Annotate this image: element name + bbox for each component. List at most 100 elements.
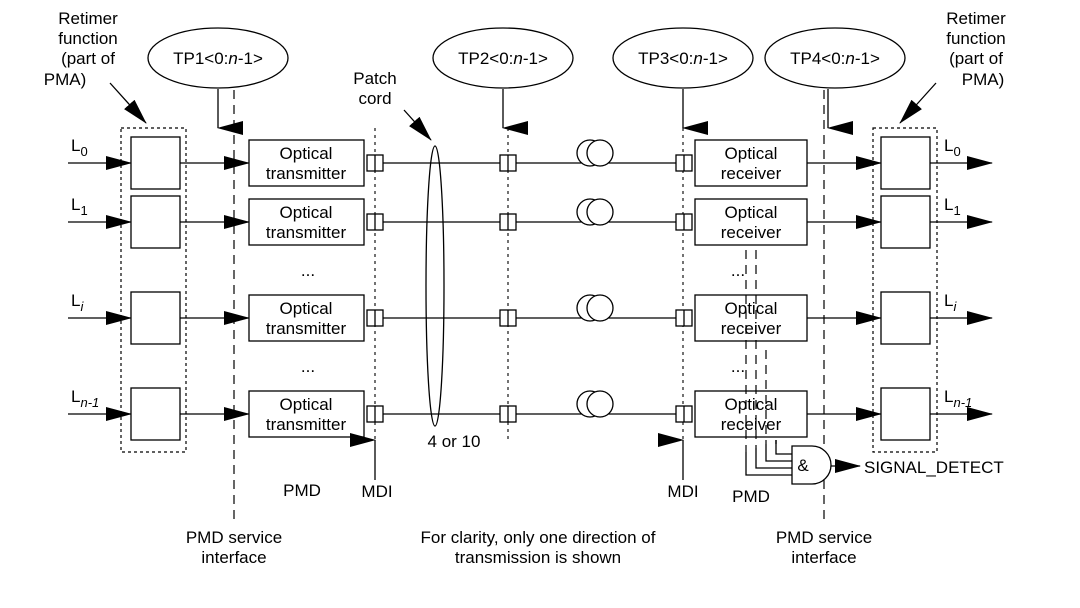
- retimer-right-enclosure: [872, 127, 938, 453]
- optical-transmitter-box: [248, 198, 365, 246]
- retimer-right-line1: Retimer: [946, 9, 1006, 28]
- patch-cord-ellipse: [425, 145, 445, 427]
- lane-output-subscript: n-1: [953, 395, 972, 410]
- patch-cord-line1: Patch: [353, 69, 396, 88]
- four-or-ten-label: 4 or 10: [428, 432, 481, 451]
- optical-transmitter-label-1: Optical: [280, 144, 333, 163]
- lane-output-base: L: [944, 195, 953, 214]
- optical-transmitter-label-1: Optical: [280, 395, 333, 414]
- optical-receiver-label-1: Optical: [725, 395, 778, 414]
- signal-detect-label: SIGNAL_DETECT: [864, 458, 1004, 477]
- pmd-left-label: PMD: [283, 481, 321, 500]
- optical-receiver-box: [694, 198, 808, 246]
- retimer-right-label: Retimer function (part of PMA): [946, 9, 1006, 89]
- lane-input-subscript: i: [80, 299, 84, 314]
- optical-receiver-label-2: receiver: [721, 415, 782, 434]
- optical-receiver-label-2: receiver: [721, 319, 782, 338]
- clarity-note-line2: transmission is shown: [455, 548, 621, 567]
- optical-transmitter-label-1: Optical: [280, 203, 333, 222]
- optical-transmitter-label-2: transmitter: [266, 164, 347, 183]
- retimer-right-line2: function: [946, 29, 1006, 48]
- retimer-right-box: [880, 291, 931, 345]
- optical-receiver-box: [694, 390, 808, 438]
- lane-input-base: L: [71, 136, 80, 155]
- svg-text:TP1<0:n-1>: TP1<0:n-1>: [173, 49, 263, 68]
- retimer-left-box: [130, 291, 181, 345]
- retimer-right-line3: (part of: [949, 49, 1003, 68]
- lane-output-subscript: 1: [953, 203, 960, 218]
- tp4-prefix: TP4<0:: [790, 49, 845, 68]
- optical-transmitter-box: [248, 390, 365, 438]
- and-gate: &: [791, 445, 861, 485]
- lane-input-subscript: n-1: [80, 395, 99, 410]
- lane-output-base: L: [944, 291, 953, 310]
- retimer-left-enclosure: [120, 127, 187, 453]
- mdi-right-label: MDI: [667, 482, 698, 501]
- tp2-var: n: [513, 49, 522, 68]
- optical-transmitter-box: [248, 139, 365, 187]
- fiber-spool-icon: [586, 198, 614, 226]
- pmd-service-interface-right-line2: interface: [791, 548, 856, 567]
- lane-output-label: Li: [944, 291, 957, 314]
- pmd-service-interface-right-line1: PMD service: [776, 528, 872, 547]
- pmd-service-interface-left-line1: PMD service: [186, 528, 282, 547]
- ellipsis-tx-2: ...: [301, 357, 315, 376]
- retimer-left-line1: Retimer: [58, 9, 118, 28]
- tp1-var: n: [228, 49, 237, 68]
- mdi-left-label: MDI: [361, 482, 392, 501]
- lane-output-label: L1: [944, 195, 961, 218]
- lane-input-label: L0: [71, 136, 88, 159]
- patch-cord-pointer: [403, 109, 432, 141]
- retimer-right-box: [880, 136, 931, 190]
- tp2-prefix: TP2<0:: [458, 49, 513, 68]
- tp3-var: n: [693, 49, 702, 68]
- optical-receiver-box: [694, 139, 808, 187]
- lane-input-label: L1: [71, 195, 88, 218]
- retimer-left-line4: PMA): [44, 70, 87, 89]
- tp1-suffix: -1>: [238, 49, 263, 68]
- tp4-suffix: -1>: [855, 49, 880, 68]
- lane-output-label: Ln-1: [944, 387, 972, 410]
- signal-detect-lines: [745, 250, 792, 476]
- optical-receiver-label-1: Optical: [725, 299, 778, 318]
- lane-input-label: Ln-1: [71, 387, 99, 410]
- retimer-left-label: Retimer function (part of PMA): [44, 9, 118, 89]
- retimer-left-pointer: [109, 82, 147, 124]
- retimer-left-line2: function: [58, 29, 118, 48]
- lane-output-base: L: [944, 387, 953, 406]
- retimer-right-box: [880, 387, 931, 441]
- lane-input-label: Li: [71, 291, 84, 314]
- optical-transmitter-box: [248, 294, 365, 342]
- optical-transmitter-label-1: Optical: [280, 299, 333, 318]
- and-gate-symbol: &: [797, 456, 809, 475]
- optical-receiver-label-2: receiver: [721, 223, 782, 242]
- retimer-left-box: [130, 195, 181, 249]
- patch-cord-line2: cord: [358, 89, 391, 108]
- optical-transmitter-label-2: transmitter: [266, 319, 347, 338]
- tp4-callout: TP4<0:n-1>: [764, 27, 906, 135]
- lane-input-base: L: [71, 291, 80, 310]
- lane-input-base: L: [71, 195, 80, 214]
- retimer-right-pointer: [899, 82, 937, 124]
- optical-transmitter-label-2: transmitter: [266, 223, 347, 242]
- retimer-left-box: [130, 387, 181, 441]
- svg-text:TP3<0:n-1>: TP3<0:n-1>: [638, 49, 728, 68]
- lane-input-subscript: 0: [80, 144, 87, 159]
- tp4-var: n: [845, 49, 854, 68]
- ellipsis-rx-1: ...: [731, 261, 745, 280]
- retimer-right-box: [880, 195, 931, 249]
- lane-input-base: L: [71, 387, 80, 406]
- lane-output-base: L: [944, 136, 953, 155]
- fiber-spool-icon: [586, 390, 614, 418]
- ellipsis-tx-1: ...: [301, 261, 315, 280]
- pmd-right-label: PMD: [732, 487, 770, 506]
- lane-output-subscript: 0: [953, 144, 960, 159]
- tp2-suffix: -1>: [523, 49, 548, 68]
- retimer-right-line4: PMA): [962, 70, 1005, 89]
- tp2-callout: TP2<0:n-1>: [432, 27, 574, 135]
- svg-text:TP2<0:n-1>: TP2<0:n-1>: [458, 49, 548, 68]
- tp3-callout: TP3<0:n-1>: [612, 27, 754, 135]
